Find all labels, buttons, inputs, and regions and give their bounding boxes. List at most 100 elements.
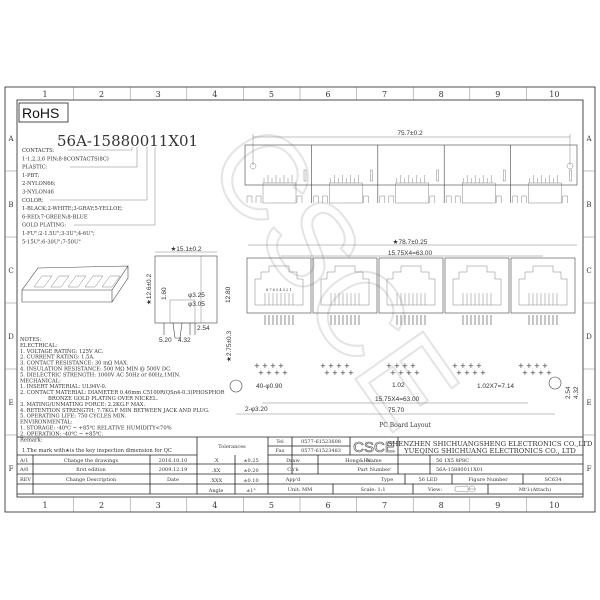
name-value: 56 1X5 8P8C xyxy=(436,458,469,464)
tolerance-value: ±0.25 xyxy=(243,458,258,464)
row-label-left: F xyxy=(9,465,14,473)
rev-0-desc: first edition xyxy=(76,467,106,473)
rj45-port xyxy=(378,257,444,314)
rev-1-id: A/1 xyxy=(19,458,28,464)
pcb-hole-icon: + xyxy=(518,362,524,370)
pcb-layout: 40-φ0.90 1.02 1.02X7=7.14 15.75X4=63.00 … xyxy=(229,362,580,429)
part-code-number: 56A-15880011X01 xyxy=(57,132,198,150)
dim-pcb-holes: 40-φ0.90 xyxy=(256,383,283,390)
figure-label: Figure Number xyxy=(468,477,508,483)
part-code-line: 6-RED;7-GREEN;8-BLUE xyxy=(22,214,88,220)
pcb-hole-icon: + xyxy=(348,369,354,377)
note-line: 2. OPERATION: -40℃ ~ +85℃. xyxy=(20,431,104,437)
part-code-line: 5-15U";6-30U";7-50U" xyxy=(22,239,81,245)
column-label-bottom: 5 xyxy=(269,501,274,510)
column-label-top: 6 xyxy=(325,90,330,99)
part-code-line: GOLD PLATING: xyxy=(22,223,66,229)
column-label-bottom: 7 xyxy=(382,501,387,510)
top-latch xyxy=(528,182,562,204)
rj45-port xyxy=(312,257,378,314)
note-line: Remark: xyxy=(20,437,43,443)
scale-label: Scale: 1:1 xyxy=(360,487,385,493)
tolerance-value: ±1° xyxy=(246,488,256,494)
part-value: 56A-15880011X01 xyxy=(436,467,483,473)
company-name-1: SHENZHEN SHICHUANGSHENG ELECTRONICS CO.,… xyxy=(388,440,593,448)
dim-side-a: 5.20 xyxy=(159,337,172,344)
column-label-bottom: 4 xyxy=(212,501,217,510)
column-label-top: 1 xyxy=(42,90,47,99)
tel-label: Tel xyxy=(276,439,284,445)
tolerance-key: .X xyxy=(213,458,219,464)
dim-pcb-mount: 2-φ3.20 xyxy=(245,406,268,413)
column-label-top: 3 xyxy=(156,90,161,99)
column-label-top: 2 xyxy=(99,90,104,99)
part-code-line: 3-NYLON46 xyxy=(22,190,54,196)
pcb-hole-icon: + xyxy=(336,362,342,370)
pcb-hole-icon: + xyxy=(546,369,552,377)
note-line: 1. STORAGE: -40℃ ~ +85℃ RELATIVE HUMIDIT… xyxy=(20,426,172,432)
pcb-title: PC Board Layout xyxy=(379,422,431,429)
top-slot xyxy=(436,169,439,182)
dim-front-width: ★78.7±0.25 xyxy=(393,238,428,246)
pcb-hole-icon: + xyxy=(324,369,330,377)
tolerance-key: .XX xyxy=(212,468,221,474)
tolerances-label: Tolerances xyxy=(218,444,246,450)
part-label: Part Number xyxy=(358,467,392,473)
iso-port xyxy=(84,275,104,288)
top-slot xyxy=(503,169,506,182)
pcb-hole-icon: + xyxy=(274,369,280,377)
column-label-top: 5 xyxy=(269,90,274,99)
pcb-hole-icon: + xyxy=(340,369,346,377)
iso-port xyxy=(101,275,121,288)
drawer-name: Hong&Hu xyxy=(345,458,372,464)
row-label-left: C xyxy=(8,267,13,275)
pcb-hole-icon: + xyxy=(278,362,284,370)
pcb-hole-icon: + xyxy=(398,369,404,377)
pcb-hole-icon: + xyxy=(390,369,396,377)
pcb-hole-icon: + xyxy=(262,362,268,370)
mount-post-icon xyxy=(566,162,574,170)
top-slot xyxy=(370,169,373,182)
notes: NOTES:ELECTRICAL:1. VOLTAGE RATING: 125V… xyxy=(20,337,225,443)
front-view: ★78.7±0.25 15.75X4=63.00 8 7 6 5 4 3 2 1 xyxy=(246,238,577,325)
tel-value: 0577-61523608 xyxy=(301,439,341,445)
note-line: 4. INSULATION RESISTANCE: 500 MΩ MIN @ 5… xyxy=(20,366,172,373)
dim-side-width: ★15.1±0.2 xyxy=(170,245,201,253)
rohs-box xyxy=(18,102,69,123)
note-line: 3. CONTACT RESISTANCE: 30 mΩ MAX. xyxy=(20,361,129,367)
row-label-right: B xyxy=(586,201,591,209)
fax-value: 0577-61523483 xyxy=(301,448,341,454)
rev-header-desc: Change Description xyxy=(66,477,117,483)
pcb-hole-icon: + xyxy=(476,362,482,370)
top-body xyxy=(244,144,578,186)
rj45-opening xyxy=(452,265,502,306)
pin-numbers: 8 7 6 5 4 3 2 1 xyxy=(266,288,292,292)
rev-1-desc: Change the drawings xyxy=(64,458,119,464)
part-code-legend: CONTACTS:1-1,2,3,6 PIN;8-8CONTACTS(8C)PL… xyxy=(22,148,123,245)
pcb-hole-icon: + xyxy=(406,369,412,377)
pcb-hole-icon: + xyxy=(530,369,536,377)
dim-side-full: 12.80 xyxy=(225,286,232,303)
top-tab xyxy=(379,195,435,203)
pcb-hole-icon: + xyxy=(464,369,470,377)
dim-top-width: 75.7±0.2 xyxy=(397,130,423,137)
tolerance-key: .XXX xyxy=(210,478,223,484)
side-view: ★15.1±0.2 ★12.6±0.2 1.60 12.80 φ3.25 φ3.… xyxy=(145,245,233,362)
tolerance-value: ±0.10 xyxy=(243,478,258,484)
top-tab xyxy=(446,195,502,203)
note-line: 1. INSERT MATERIAL: UL94V-0. xyxy=(20,384,107,390)
column-label-bottom: 8 xyxy=(439,501,444,510)
note-line: 5. OPERATING LIFE: 750 CYCLES MIN. xyxy=(20,414,126,420)
note-line: 4. RETENTION STRENGTH: 7.7KG.F MIN BETWE… xyxy=(20,408,210,414)
column-label-bottom: 1 xyxy=(42,501,47,510)
pcb-hole-icon: + xyxy=(328,362,334,370)
part-code-line: 1-FU";2-1.5U";3-3U";4-6U"; xyxy=(22,231,95,237)
pcb-hole-icon: + xyxy=(522,369,528,377)
projection-symbol-icon xyxy=(454,485,476,493)
note-line: 1. VOLTAGE RATING: 125V AC. xyxy=(20,349,104,355)
pcb-hole-icon: + xyxy=(320,362,326,370)
dim-front-pitch: 15.75X4=63.00 xyxy=(388,250,433,257)
top-tab xyxy=(313,195,369,203)
